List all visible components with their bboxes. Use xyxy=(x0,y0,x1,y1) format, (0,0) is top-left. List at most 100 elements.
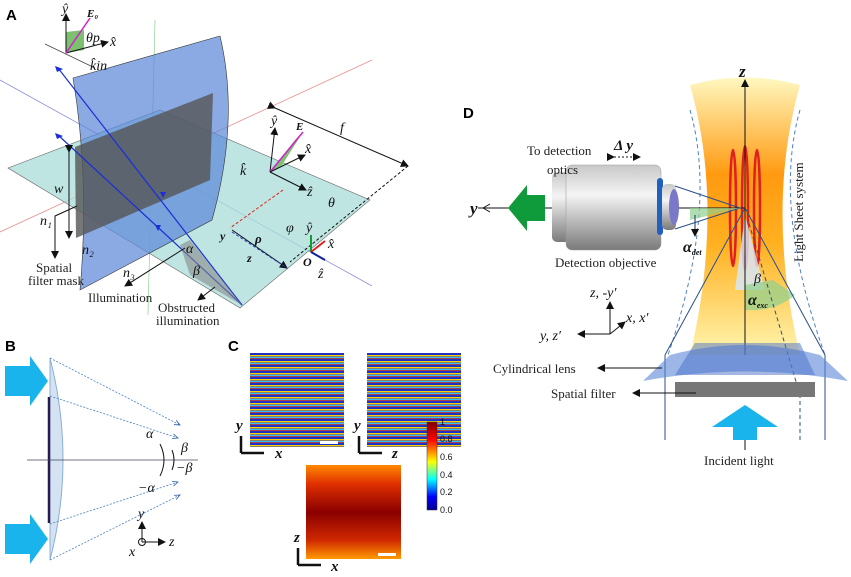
label-z-hat: ẑ xyxy=(306,185,313,200)
colorbar-tick: 0.6 xyxy=(440,452,453,462)
rho-arrow xyxy=(231,229,288,269)
incident-arrow-top xyxy=(5,356,48,406)
label-obstructed-2: illumination xyxy=(156,313,220,328)
spatial-filter-d xyxy=(675,382,815,397)
e0-vector xyxy=(65,17,91,54)
heatmap-yz xyxy=(367,353,461,447)
ray-right-to-focus xyxy=(744,207,826,356)
colorbar xyxy=(426,421,438,511)
coord-x-into-icon xyxy=(138,538,146,546)
colorbar-tick: 0.4 xyxy=(440,470,453,480)
label-delta-y: Δ y xyxy=(613,138,633,154)
colorbar-tick: 0.2 xyxy=(440,487,453,497)
label-neg-alpha-b: −α xyxy=(138,481,155,496)
focal-dash xyxy=(289,165,409,263)
panel-b: B α β −β −α y x z xyxy=(5,338,198,564)
y-axis-arrowhead xyxy=(482,203,491,213)
obstructed-pointer xyxy=(197,286,216,301)
label-spatial-filter: Spatial filter xyxy=(551,386,616,401)
scale-bar-1 xyxy=(320,441,338,444)
coord-x-arrow-d xyxy=(609,321,626,335)
label-z-axis-d: z xyxy=(738,62,746,81)
rays-b xyxy=(49,357,180,561)
label-y-axis-d: y xyxy=(468,199,478,218)
z-hat-blue xyxy=(310,251,326,261)
label-to-detection-2: optics xyxy=(547,162,578,177)
label-c1-x: x xyxy=(274,446,283,462)
colorbar-tick: 0.0 xyxy=(440,505,453,515)
label-beta-d: β xyxy=(753,272,761,287)
colorbar-tick: 1 xyxy=(440,417,445,427)
label-incident-light: Incident light xyxy=(704,453,774,468)
label-spatial-filter-mask-1: Spatial xyxy=(36,260,72,275)
label-k-in: k̂in xyxy=(90,57,107,74)
label-n1: n₁ xyxy=(40,214,52,229)
heatmap-zx xyxy=(306,465,401,559)
x-hat-arrow xyxy=(65,39,109,54)
alpha-exc-sector xyxy=(745,280,795,311)
detection-arrow xyxy=(508,185,545,231)
label-light-sheet-system: Light Sheet system xyxy=(791,162,806,262)
label-alpha-b: α xyxy=(146,427,154,442)
cylindrical-lens-flat xyxy=(675,343,815,375)
beta-arc xyxy=(171,449,175,471)
focal-length-arrow xyxy=(266,101,409,167)
label-n3: n₃ xyxy=(123,266,135,281)
label-origin: O xyxy=(303,255,312,269)
objective-rear-ring xyxy=(552,172,570,242)
label-x-b: x xyxy=(128,545,136,560)
panel-a: A ŷ E₀ θp x̂ k̂in ŷ E x̂ k̂ ẑ f w ρ y z … xyxy=(0,2,409,328)
label-beta-b: β xyxy=(180,441,188,456)
lens-b xyxy=(49,357,64,561)
label-e: E xyxy=(295,121,303,133)
label-y: y xyxy=(218,229,226,243)
objective-lens xyxy=(669,189,679,225)
label-c2-z: z xyxy=(391,446,398,462)
label-rho: ρ xyxy=(254,231,262,246)
label-f: f xyxy=(340,121,346,136)
z-hat-arrow-2 xyxy=(269,171,307,191)
label-w: w xyxy=(54,182,64,197)
alpha-det-symbol: α xyxy=(683,239,693,256)
label-to-detection-1: To detection xyxy=(527,143,592,158)
label-alpha-det: αdet xyxy=(683,239,702,257)
heatmap-xy xyxy=(250,353,344,447)
mask-pointer xyxy=(51,205,78,259)
label-c2-y: y xyxy=(352,418,361,434)
obstructed-wedge xyxy=(180,240,242,305)
label-neg-beta-b: −β xyxy=(176,461,192,476)
incident-arrow-bottom xyxy=(5,514,48,564)
y-offset-dash xyxy=(229,189,284,229)
illumination-pointer xyxy=(124,247,186,287)
label-x-hat: x̂ xyxy=(109,35,117,50)
label-cylindrical-lens: Cylindrical lens xyxy=(493,361,576,376)
axes-c xyxy=(239,436,382,567)
k-in-arrow xyxy=(44,43,96,69)
label-k-hat: k̂ xyxy=(240,162,247,179)
label-illumination: Illumination xyxy=(88,290,153,305)
label-beta: β xyxy=(192,264,200,279)
label-y-hat-2: ŷ xyxy=(269,114,278,129)
label-x-hat-3: x̂ xyxy=(327,237,335,252)
label-n2: n₂ xyxy=(82,243,94,258)
label-c3-z: z xyxy=(293,530,300,546)
alpha-arc xyxy=(159,443,165,477)
panel-label-b: B xyxy=(5,338,16,355)
label-alpha-exc: αexc xyxy=(748,292,768,310)
label-e0: E₀ xyxy=(86,8,98,20)
ray-top xyxy=(57,67,243,306)
panel-d: D z Light Sheet system β αexc y αdet To … xyxy=(463,62,848,468)
label-coord-y-d: y, z′ xyxy=(538,329,562,344)
label-theta-p: θp xyxy=(86,31,100,46)
label-alpha: α xyxy=(186,242,194,257)
label-detection-objective: Detection objective xyxy=(555,255,657,270)
beam-envelope xyxy=(667,109,826,356)
beta-cone xyxy=(735,215,765,290)
alpha-exc-symbol: α xyxy=(748,292,758,309)
ray-left-to-focus xyxy=(664,207,746,356)
label-coord-x-d: x, x′ xyxy=(625,311,649,326)
label-x-hat-2: x̂ xyxy=(304,142,312,157)
panel-c: C y x y z z x 1 0.8 0.6 0.4 0.2 0.0 xyxy=(228,338,461,575)
